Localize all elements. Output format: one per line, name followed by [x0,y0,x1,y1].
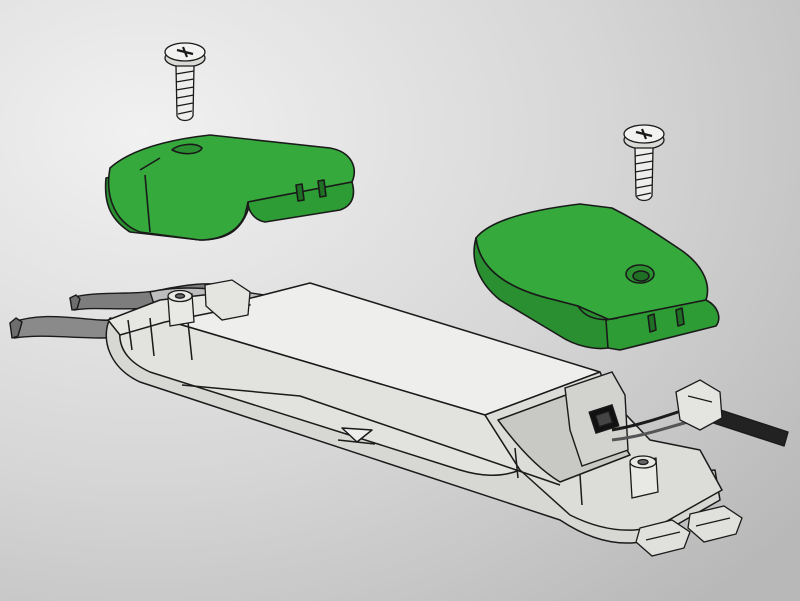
housing [105,282,723,544]
tab-1-line [645,531,681,541]
cable-tip-left [9,317,23,339]
cover-right-slot-1 [647,313,657,333]
cover-right-end [605,299,720,351]
housing-rib-5 [579,474,583,506]
clamp-right-slot [687,395,713,403]
cover-left-edge [139,157,161,233]
housing-rib-4 [514,447,519,479]
housing-arrow-mark-base [337,439,376,445]
cover-right-slot-2 [675,307,685,327]
end-cover-left [104,134,355,241]
cover-left-slot-2 [317,179,327,198]
cable-tip-upper [69,294,81,311]
terminal-block [564,371,629,467]
clamp-left-body [204,279,251,321]
cover-left-front [247,181,355,223]
screw-post-left [167,289,195,327]
cover-right-hole-inner [632,270,650,282]
terminal-socket-inner [594,410,614,428]
housing-arrow-mark [341,427,373,443]
clamp-right-body [675,379,723,431]
screw-left-thread [175,70,195,115]
end-cover-right [473,203,720,351]
tab-1 [635,519,691,557]
housing-rib-2 [149,317,155,357]
screw-left-cross-icon [176,46,194,58]
screw-left [164,42,206,122]
tab-2-line [695,517,731,527]
housing-rib-1 [127,319,133,351]
screw-right [623,124,665,202]
screw-right-thread [634,152,654,197]
cable-clamp-left [204,279,251,321]
tab-2 [687,505,743,543]
post-right-hole [637,458,649,466]
housing-rib-3 [187,321,193,361]
screw-right-cross-icon [635,128,653,140]
housing-edge-line [181,384,561,486]
cover-right-edge [577,305,619,321]
cover-right-side [473,237,611,350]
cover-left-hole [171,143,203,155]
screw-post-right [629,455,659,499]
post-left-hole [174,293,186,299]
cover-left-slot-1 [295,183,305,202]
cable-clamp-right [675,379,723,431]
strain-relief-tabs [635,505,743,557]
